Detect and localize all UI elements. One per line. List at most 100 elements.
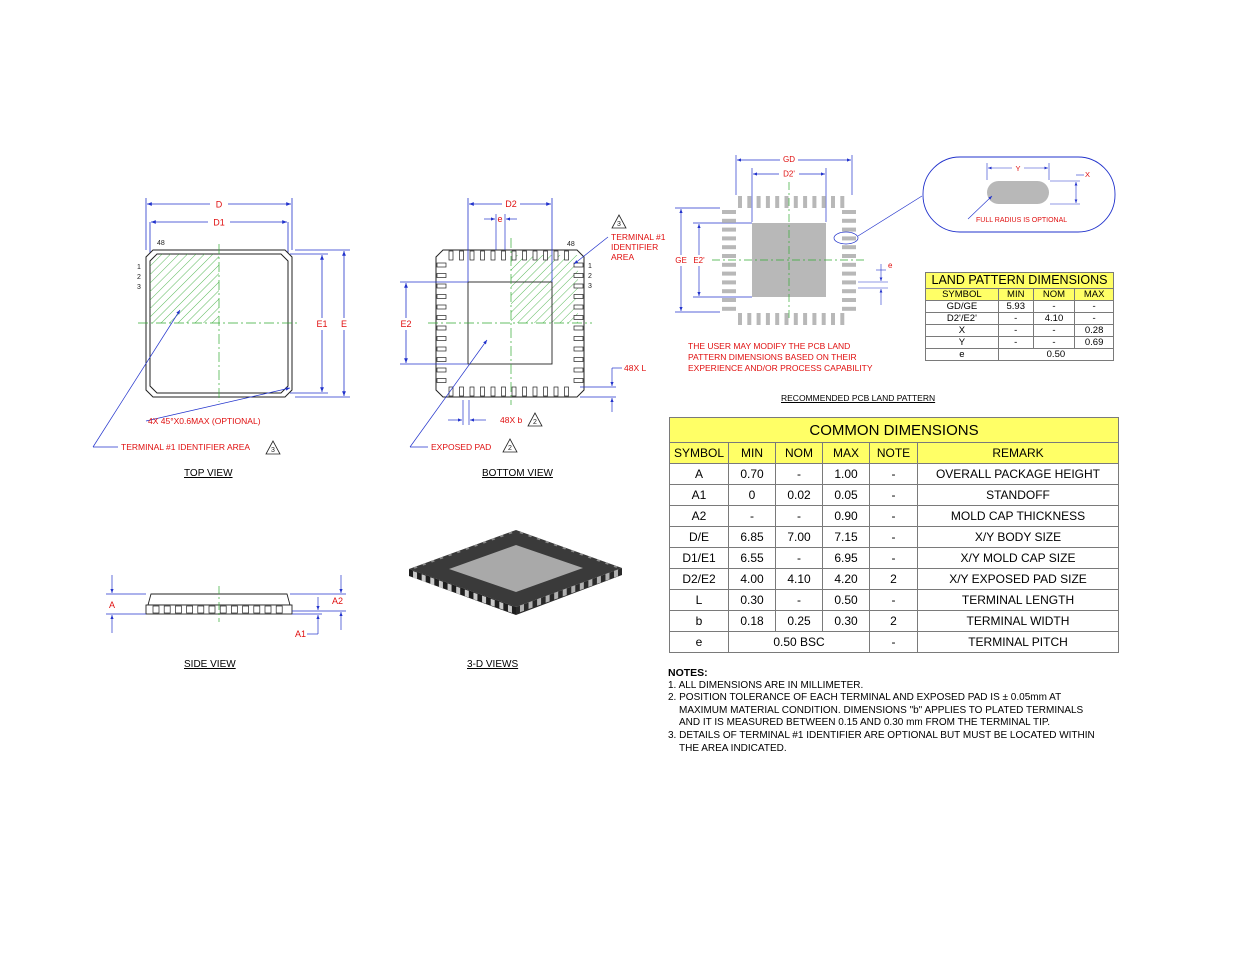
cd-cell: 0.70	[728, 463, 776, 485]
lead	[439, 556, 444, 560]
bv-pin-1: 1	[588, 263, 592, 270]
lead	[543, 250, 548, 261]
lead	[482, 541, 487, 544]
cd-cell: 0.30	[728, 589, 776, 611]
lead	[447, 583, 452, 592]
land-pad	[775, 313, 780, 325]
cd-cell: 0.25	[775, 610, 823, 632]
bv-pin-2: 2	[588, 273, 592, 280]
lead	[564, 386, 569, 397]
lead	[596, 575, 601, 584]
cd-cell: 0.90	[822, 505, 870, 527]
lead	[573, 325, 584, 331]
lead	[456, 550, 461, 554]
land-pattern-title: LAND PATTERN DIMENSIONS	[925, 272, 1114, 289]
notes-heading: NOTES:	[668, 667, 708, 679]
cd-cell: 7.00	[775, 526, 823, 548]
pcb-pads-top	[738, 196, 845, 208]
cd-cell: D/E	[669, 526, 729, 548]
common-dimensions-table: COMMON DIMENSIONS SYMBOL MIN NOM MAX NOT…	[669, 417, 1119, 653]
bv-pin-48: 48	[567, 241, 575, 248]
land-pad	[842, 210, 856, 214]
lead	[231, 605, 238, 614]
lead	[163, 605, 171, 614]
lp-cell: 5.93	[997, 300, 1034, 313]
dim-d2: D2	[505, 199, 517, 209]
pcb-user-note-line-2: PATTERN DIMENSIONS BASED ON THEIR	[688, 352, 857, 362]
lp-header: MIN	[997, 288, 1034, 301]
cd-cell: -	[775, 505, 823, 527]
land-pad	[765, 313, 770, 325]
lead	[490, 598, 495, 607]
dim-pcb-e: e	[888, 261, 893, 270]
cd-cell: X/Y EXPOSED PAD SIZE	[917, 568, 1119, 590]
bottom-leads-top	[448, 250, 569, 261]
lead	[501, 386, 506, 397]
lead	[605, 572, 610, 581]
lead	[519, 604, 524, 613]
land-pad	[842, 298, 856, 302]
cd-cell: OVERALL PACKAGE HEIGHT	[917, 463, 1119, 485]
bv-note-2-triangle-b	[502, 438, 518, 453]
bv-terminal-id-line: IDENTIFIER	[611, 242, 658, 252]
lead	[528, 600, 533, 610]
lead	[459, 386, 464, 397]
lead-length: 48X L	[624, 363, 646, 373]
top-view: D D1 48 1 2 3 E1 E 4X 45°X0.6MAX (OPTION…	[92, 198, 351, 455]
lp-row: D2'/E2'-4.10-	[925, 312, 1114, 325]
lead	[573, 315, 584, 320]
cd-header: NOM	[775, 442, 823, 464]
lp-cell: GD/GE	[925, 300, 999, 313]
side-view: A A2 A1	[106, 575, 346, 639]
cd-cell: -	[869, 589, 918, 611]
lead	[562, 588, 567, 597]
land-pad	[821, 196, 826, 208]
radius-note: FULL RADIUS IS OPTIONAL	[976, 217, 1067, 224]
cd-cell: MOLD CAP THICKNESS	[917, 505, 1119, 527]
cd-cell: 6.55	[728, 547, 776, 569]
land-pad	[722, 210, 736, 214]
pcb-pads-bottom	[738, 313, 845, 325]
lead	[570, 550, 575, 553]
cd-cell: 2	[869, 610, 918, 632]
lead	[436, 336, 447, 341]
land-pad	[775, 196, 780, 208]
lp-cell: e	[925, 348, 999, 361]
dim-a: A	[109, 600, 115, 610]
lead	[553, 543, 558, 547]
cd-cell: A	[669, 463, 729, 485]
pcb-land-pattern: GD D2' GE E2' e	[672, 154, 1116, 325]
cd-header: MAX	[822, 442, 870, 464]
lp-cell: 0.28	[1074, 324, 1114, 337]
land-pad	[747, 196, 752, 208]
cd-cell: L	[669, 589, 729, 611]
lead	[422, 563, 427, 566]
land-pad	[842, 254, 856, 258]
lead	[421, 574, 426, 583]
dim-d: D	[216, 200, 223, 210]
dim-d1: D1	[213, 218, 225, 228]
lead	[219, 605, 227, 614]
dim-a2: A2	[332, 596, 343, 606]
lead	[242, 605, 249, 614]
lp-cell: -	[1032, 324, 1076, 337]
note-line: MAXIMUM MATERIAL CONDITION. DIMENSIONS "…	[679, 704, 1084, 716]
lp-cell: -	[1032, 336, 1076, 349]
cd-cell: X/Y MOLD CAP SIZE	[917, 547, 1119, 569]
cd-cell: 4.10	[775, 568, 823, 590]
cd-cell: TERMINAL WIDTH	[917, 610, 1119, 632]
lp-header: SYMBOL	[925, 288, 999, 301]
land-pad	[722, 245, 736, 250]
notes: NOTES: 1. ALL DIMENSIONS ARE IN MILLIMET…	[668, 667, 1138, 755]
three-d-exposed-pad	[449, 545, 583, 592]
lead	[573, 294, 584, 299]
bottom-leads-bottom	[448, 386, 569, 397]
lead	[508, 531, 513, 535]
three-d-caption: 3-D VIEWS	[467, 659, 519, 670]
